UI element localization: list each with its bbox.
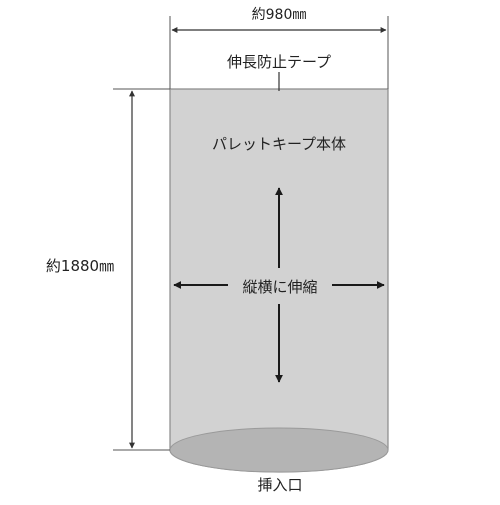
insertion-opening-ellipse <box>169 427 389 473</box>
width-dimension-label: 約980㎜ <box>251 7 307 23</box>
insertion-opening-label: 挿入口 <box>257 476 303 494</box>
height-dimension-label: 約1880㎜ <box>30 255 130 276</box>
body-label: パレットキープ本体 <box>211 135 347 153</box>
stretch-label: 縦横に伸縮 <box>228 276 332 297</box>
tape-label: 伸長防止テープ <box>226 53 332 71</box>
